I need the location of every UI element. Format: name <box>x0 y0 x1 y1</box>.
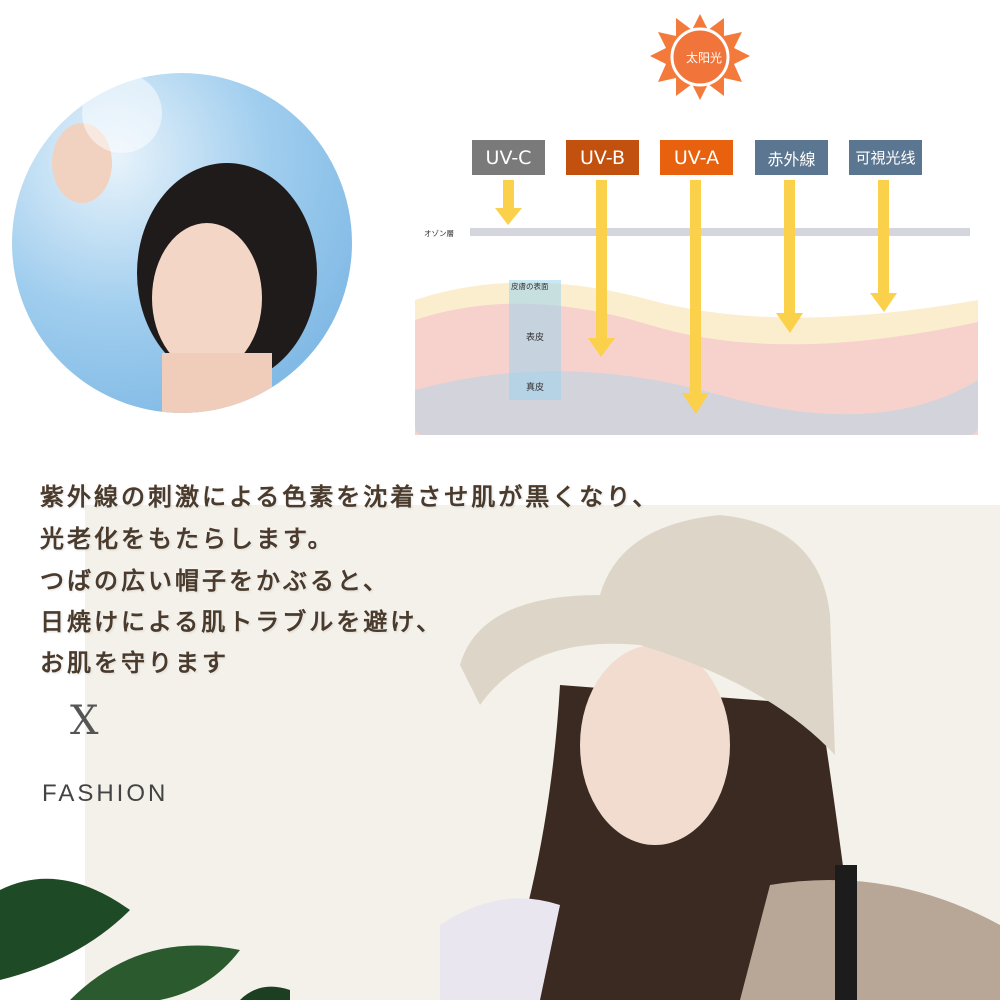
sun-label: 太阳光 <box>686 51 723 65</box>
epidermis-label: 表皮 <box>526 333 545 343</box>
copy-line-2: 光老化をもたらします。 <box>40 525 335 553</box>
band-visible: 可視光线 <box>849 140 922 175</box>
band-uvc: UV-C <box>472 140 545 175</box>
skin-surface-label: 皮膚の表面 <box>511 282 549 291</box>
copy-line-3: つばの広い帽子をかぶると、 <box>40 567 391 595</box>
copy-line-4: 日焼けによる肌トラブルを避け、 <box>40 608 444 636</box>
dermis-label: 真皮 <box>526 383 545 393</box>
arrows <box>495 180 897 414</box>
monstera-leaves <box>0 878 290 1000</box>
band-uvb: UV-B <box>566 140 639 175</box>
woman-hat-photo <box>440 515 1000 1000</box>
ozone-label: オゾン層 <box>424 229 454 238</box>
skin-layer-indicator <box>509 280 561 400</box>
fashion-label: FASHION <box>42 780 169 807</box>
copy-line-1: 紫外線の刺激による色素を沈着させ肌が黒くなり、 <box>40 483 660 511</box>
sun-protection-photo <box>12 73 352 413</box>
woman-illustration <box>52 73 317 413</box>
sun-icon <box>650 14 750 100</box>
band-infrared: 赤外線 <box>755 140 828 175</box>
ozone-layer <box>470 228 970 236</box>
band-uva: UV-A <box>660 140 733 175</box>
copy-line-5: お肌を守ります <box>40 649 229 677</box>
x-mark: X <box>70 698 99 744</box>
uv-diagram <box>415 14 978 435</box>
